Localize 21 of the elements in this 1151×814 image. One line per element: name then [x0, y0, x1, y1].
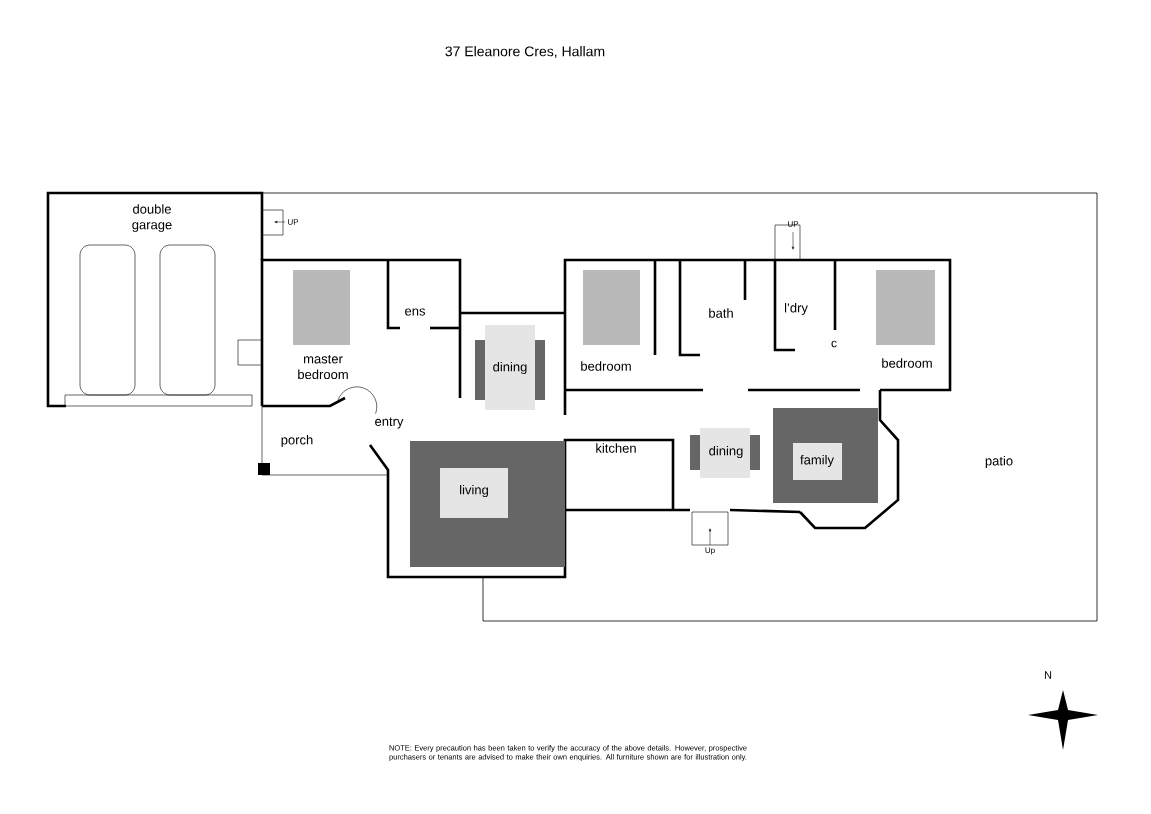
room-label: ens [405, 308, 425, 316]
room-label: kitchen [596, 443, 636, 453]
stair-label: Up [705, 547, 715, 555]
room-label: patio [985, 455, 1013, 469]
room-label: master bedroom [298, 354, 348, 380]
room-label: double garage [132, 204, 172, 232]
room-label: dining [709, 445, 743, 459]
compass-label: N [1044, 671, 1052, 679]
room-label: bedroom [581, 361, 631, 371]
room-label: l’dry [784, 302, 808, 316]
room-label: bedroom [882, 358, 932, 368]
room-label: family [800, 454, 834, 468]
room-label: porch [281, 434, 313, 448]
room-label: dining [493, 361, 527, 375]
room-label: bath [709, 308, 733, 318]
room-label: living [460, 484, 488, 498]
room-label: entry [375, 417, 404, 429]
stair-label: UP [288, 219, 299, 225]
stair-label: UP [788, 221, 799, 227]
room-label: c [831, 340, 837, 348]
title: 37 Eleanore Cres, Hallam [445, 46, 605, 58]
